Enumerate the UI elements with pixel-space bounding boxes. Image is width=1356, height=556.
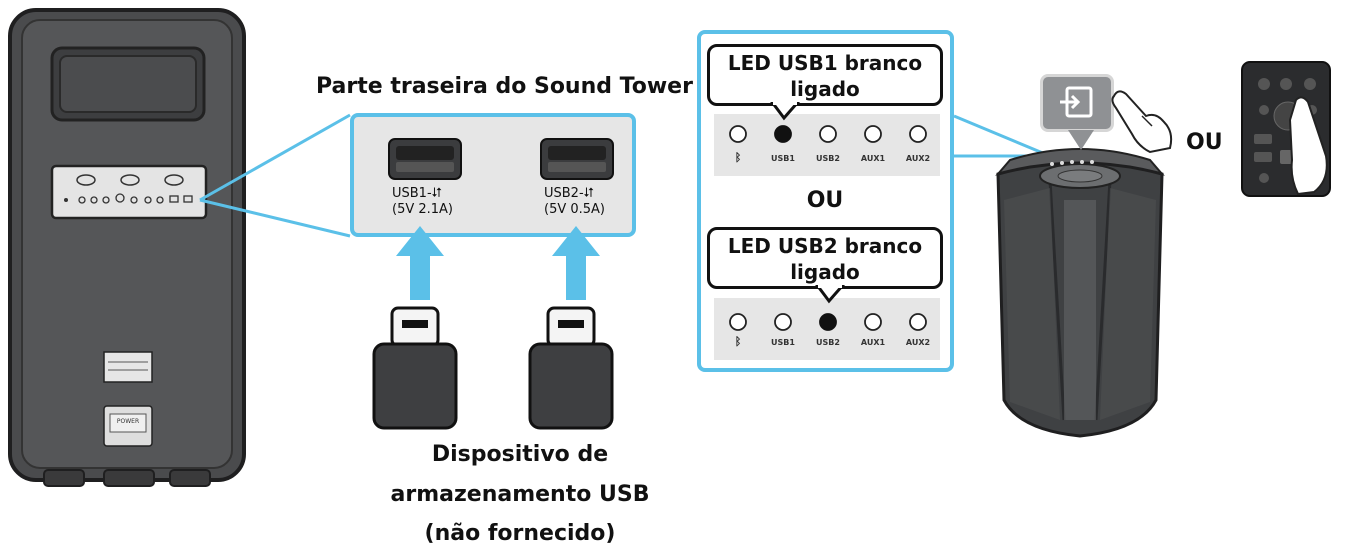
usb2-name: USB2: [544, 186, 579, 201]
rear-title: Parte traseira do Sound Tower: [316, 74, 693, 99]
usb1-name: USB1: [392, 186, 427, 201]
usb-device-1: [372, 306, 458, 430]
speaker-rear-illustration: [8, 8, 246, 487]
callout1-line2: ligado: [790, 77, 860, 101]
callout-pointer: [815, 285, 845, 304]
led-label-aux1: AUX1: [860, 338, 886, 347]
usb1-port-label: USB1-⮃ (5V 2.1A): [392, 186, 453, 218]
led-off: [864, 125, 882, 143]
led-off: [774, 313, 792, 331]
usb2-port: [540, 138, 614, 180]
arrow-up-icon: [552, 226, 600, 300]
led-callout-usb2: LED USB2 branco ligado: [707, 227, 943, 289]
zoom-connector-lines: [199, 113, 351, 238]
led-off: [819, 125, 837, 143]
usb-icon: -⮃: [578, 186, 595, 201]
or-label-right: OU: [1186, 130, 1223, 155]
led-dots-usb1: [729, 125, 927, 143]
led-label-aux2: AUX2: [905, 154, 931, 163]
led-label-aux2: AUX2: [905, 338, 931, 347]
led-label-usb2: USB2: [816, 154, 840, 163]
speaker-rear-button-label: POWER: [116, 418, 140, 425]
usb-device-2: [528, 306, 614, 430]
usb2-spec: (5V 0.5A): [544, 202, 606, 217]
device-caption-3: (não fornecido): [424, 521, 616, 546]
or-label-middle: OU: [806, 188, 844, 213]
usb1-spec: (5V 2.1A): [392, 202, 454, 217]
led-off: [729, 313, 747, 331]
led-zoom-frame: [697, 30, 954, 372]
led-off: [909, 313, 927, 331]
led-strip-usb1: [714, 114, 940, 176]
finger-press-icon: [1111, 90, 1173, 154]
led-label-usb2: USB2: [816, 338, 840, 347]
speaker-front-illustration: [995, 148, 1165, 438]
arrow-up-icon: [396, 226, 444, 300]
led-label-usb1: USB1: [771, 338, 795, 347]
led-label-usb1: USB1: [771, 154, 795, 163]
insert-arrows: [396, 226, 600, 300]
usb-icon: -⮃: [426, 186, 443, 201]
led-label-aux1: AUX1: [860, 154, 886, 163]
led-off: [729, 125, 747, 143]
led-callout-usb1: LED USB1 branco ligado: [707, 44, 943, 106]
bluetooth-icon: ᛒ: [734, 151, 742, 164]
button-pointer: [1068, 130, 1094, 150]
led-on: [774, 125, 792, 143]
callout-pointer: [770, 102, 800, 121]
callout1-line1: LED USB1 branco: [727, 51, 923, 75]
usb1-port: [388, 138, 462, 180]
callout2-line2: ligado: [790, 260, 860, 284]
led-dots-usb2: [729, 313, 927, 331]
device-caption-1: Dispositivo de: [431, 442, 609, 467]
led-on: [819, 313, 837, 331]
callout2-line1: LED USB2 branco: [727, 234, 923, 258]
led-off: [864, 313, 882, 331]
led-off: [909, 125, 927, 143]
remote-control: [1241, 61, 1331, 197]
usb2-port-label: USB2-⮃ (5V 0.5A): [544, 186, 605, 218]
device-caption-2: armazenamento USB: [390, 482, 650, 507]
bluetooth-icon: ᛒ: [734, 335, 742, 348]
input-source-icon: [1060, 86, 1093, 118]
